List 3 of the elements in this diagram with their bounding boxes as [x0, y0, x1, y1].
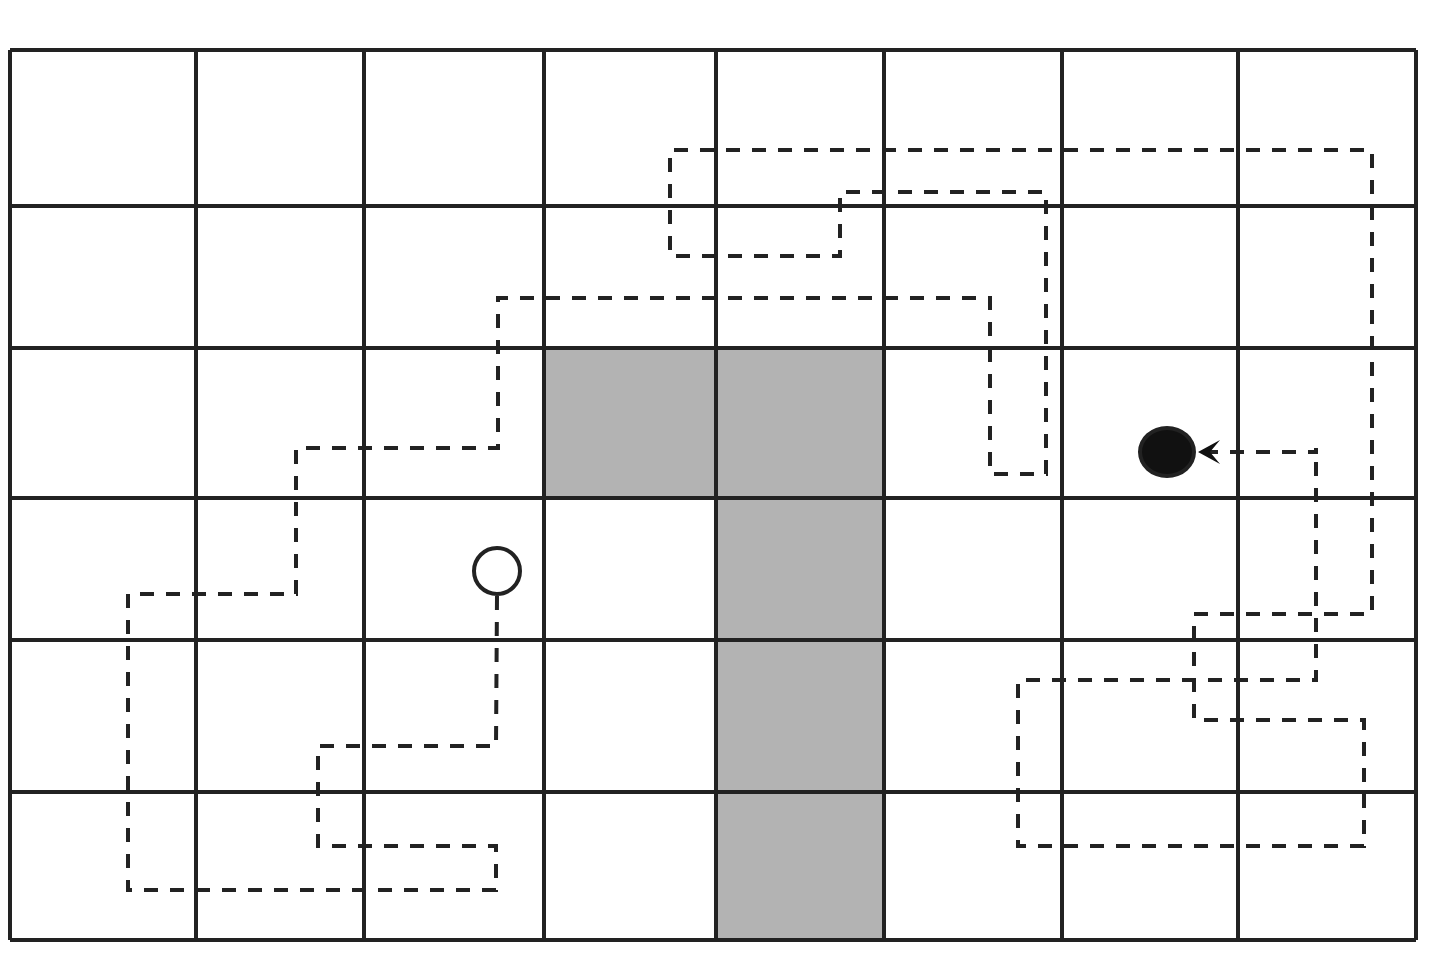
goal-circle [1138, 426, 1196, 478]
start-circle [472, 546, 522, 596]
dashed-arrow [126, 148, 1374, 892]
